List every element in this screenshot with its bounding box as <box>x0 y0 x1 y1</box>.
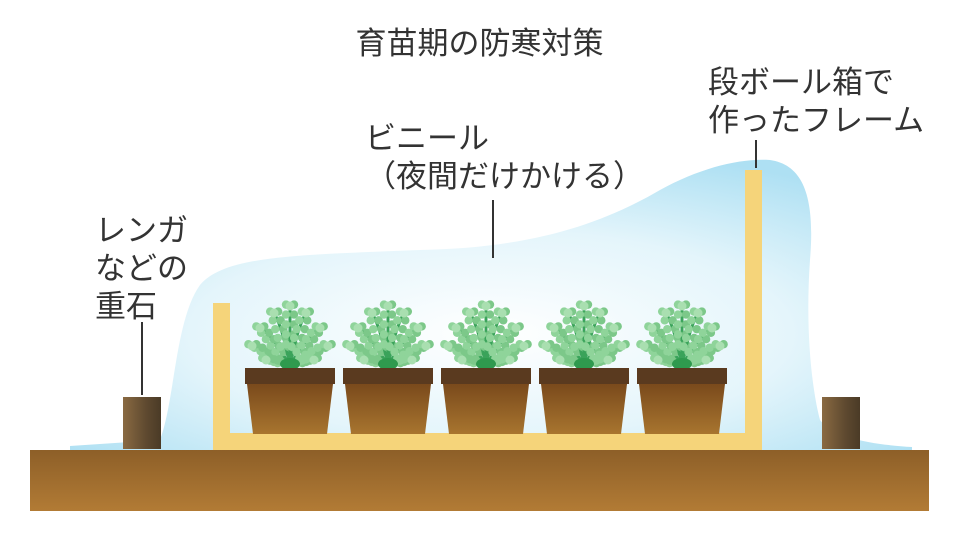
pot-rim <box>441 368 531 384</box>
stone-label-line1: レンガ <box>95 213 188 249</box>
vinyl-label-line1: ビニール <box>365 121 489 157</box>
cardboard-frame <box>213 170 762 450</box>
pot-body <box>247 384 333 434</box>
pot-rim <box>539 368 629 384</box>
seedling-pot <box>440 300 532 434</box>
pot-body <box>443 384 529 434</box>
seedling <box>342 300 434 370</box>
pot-rim <box>343 368 433 384</box>
pot-body <box>639 384 725 434</box>
pot-body <box>541 384 627 434</box>
frame-label: 段ボール箱で 作ったフレーム <box>708 64 924 140</box>
seedling-pot <box>538 300 630 434</box>
weight-stone-right <box>822 397 860 449</box>
seedling <box>538 300 630 370</box>
frame-label-line1: 段ボール箱で <box>708 65 894 101</box>
weight-stone-left <box>123 397 161 449</box>
pot-body <box>345 384 431 434</box>
vinyl-label-line2: （夜間だけかける） <box>365 159 644 195</box>
pot-rim <box>637 368 727 384</box>
stone-label: レンガ などの 重石 <box>95 212 188 326</box>
ground <box>30 450 929 511</box>
seedling-pots <box>244 300 728 434</box>
pot-rim <box>245 368 335 384</box>
diagram-title: 育苗期の防寒対策 <box>355 26 604 62</box>
seedling <box>440 300 532 370</box>
vinyl-label: ビニール （夜間だけかける） <box>365 120 644 196</box>
seedling-pot <box>636 300 728 434</box>
stone-label-line2: などの <box>95 251 188 287</box>
seedling <box>244 300 336 370</box>
frame-label-line2: 作ったフレーム <box>708 103 925 139</box>
seedling <box>636 300 728 370</box>
stone-label-line3: 重石 <box>95 289 157 325</box>
seedling-pot <box>244 300 336 434</box>
seedling-pot <box>342 300 434 434</box>
